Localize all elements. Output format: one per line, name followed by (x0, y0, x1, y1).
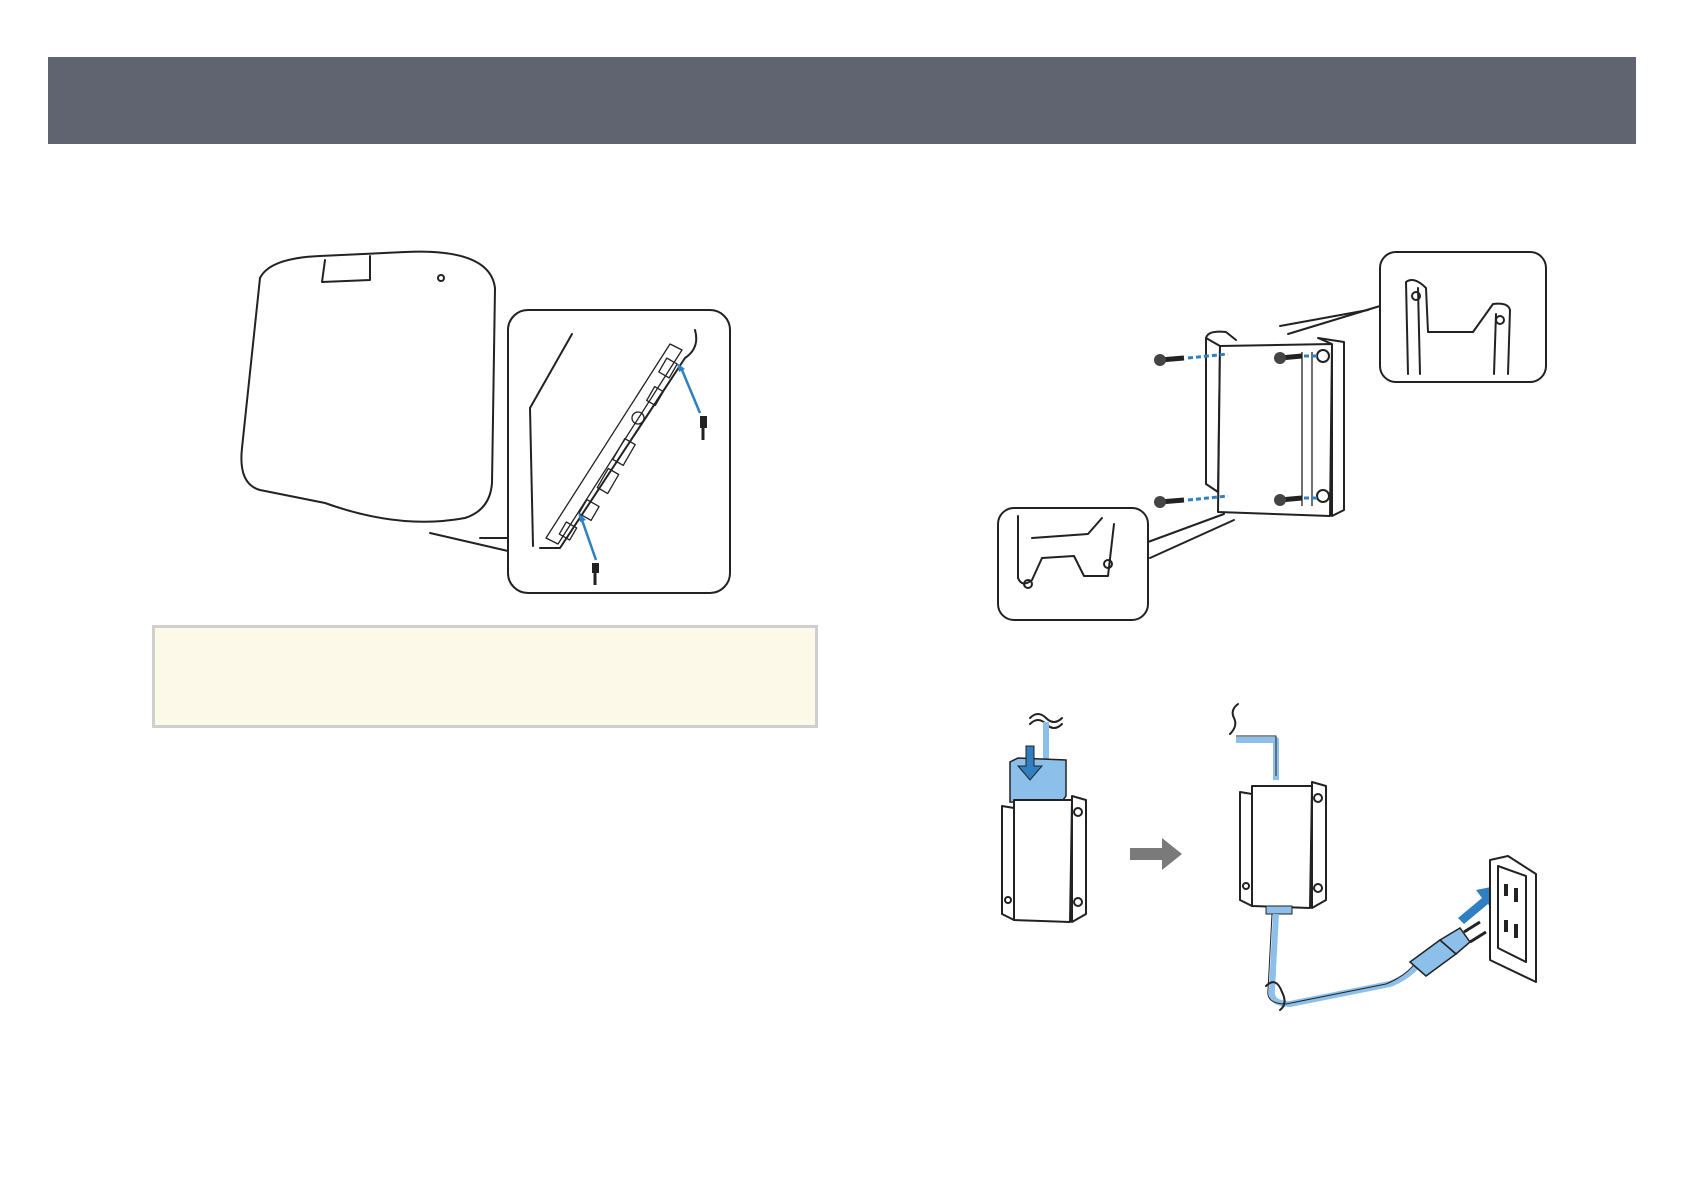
adapter-connect-figure (990, 700, 1550, 1020)
arrow-right-icon (1130, 838, 1182, 870)
device-back-icon (241, 252, 495, 522)
note-box (152, 625, 818, 728)
zoom-callout-icon (1380, 252, 1546, 382)
screw-icon (1154, 354, 1184, 366)
adapter-icon (1010, 746, 1066, 804)
zoom-callout-icon (998, 508, 1148, 620)
bracket-icon (1002, 796, 1086, 922)
plug-icon (1410, 922, 1486, 976)
adapter-icon (1240, 782, 1326, 914)
bracket-attach-figure (988, 248, 1548, 628)
screw-icon (1154, 496, 1184, 508)
zoom-callout-icon (508, 310, 730, 593)
device-screw-removal-figure (230, 248, 740, 598)
outlet-icon (1490, 856, 1536, 982)
header-bar (48, 57, 1636, 144)
